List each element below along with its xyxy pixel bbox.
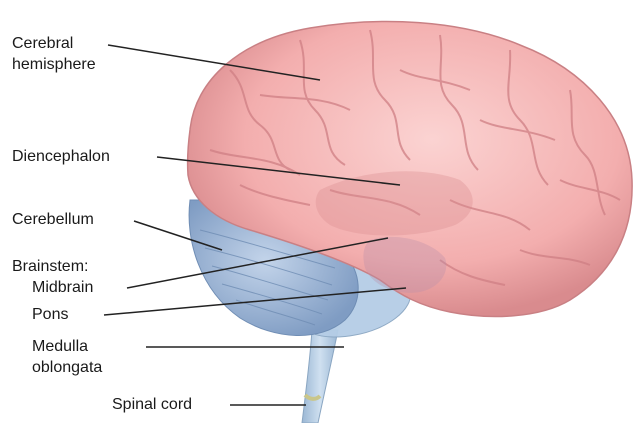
label-midbrain: Midbrain [32, 278, 93, 298]
label-hemisphere: hemisphere [12, 55, 96, 75]
label-medulla: Medulla [32, 337, 88, 357]
label-cerebral: Cerebral [12, 34, 73, 54]
label-cerebellum: Cerebellum [12, 210, 94, 230]
label-spinal-cord: Spinal cord [112, 395, 192, 415]
spinal-cord-shape [302, 330, 338, 423]
label-oblongata: oblongata [32, 358, 102, 378]
label-pons: Pons [32, 305, 68, 325]
label-diencephalon: Diencephalon [12, 147, 110, 167]
label-brainstem: Brainstem: [12, 257, 88, 277]
